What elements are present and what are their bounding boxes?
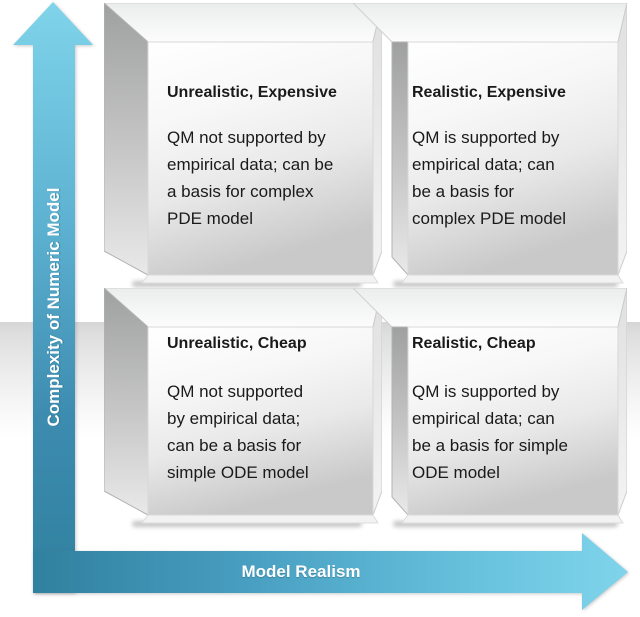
cube-shape bbox=[353, 288, 627, 527]
cube-shape bbox=[104, 3, 382, 287]
x-axis-arrow bbox=[33, 533, 628, 610]
quadrant-body: QM is supported by empirical data; can b… bbox=[412, 128, 567, 228]
quadrant-title: Realistic, Cheap bbox=[412, 335, 536, 352]
quadrant-body: QM not supported by empirical data; can … bbox=[167, 382, 309, 482]
x-axis-label: Model Realism bbox=[241, 562, 361, 581]
quadrant-top-right: Realistic, Expensive QM is supported by … bbox=[353, 3, 627, 293]
cube-shape bbox=[353, 3, 627, 287]
quadrant-bottom-left: Unrealistic, Cheap QM not supported by e… bbox=[104, 288, 382, 533]
y-axis-arrow bbox=[13, 2, 93, 593]
quadrant-title: Unrealistic, Cheap bbox=[167, 335, 307, 352]
quadrant-body: QM is supported by empirical data; can b… bbox=[412, 382, 568, 482]
quadrant-body: QM not supported by empirical data; can … bbox=[167, 128, 334, 228]
quadrant-top-left: Unrealistic, Expensive QM not supported … bbox=[104, 3, 382, 293]
cube-shape bbox=[104, 288, 382, 527]
y-axis-label: Complexity of Numeric Model bbox=[44, 187, 63, 427]
quadrant-title: Realistic, Expensive bbox=[412, 84, 566, 101]
quadrant-bottom-right: Realistic, Cheap QM is supported by empi… bbox=[353, 288, 627, 533]
quadrant-title: Unrealistic, Expensive bbox=[167, 84, 337, 101]
